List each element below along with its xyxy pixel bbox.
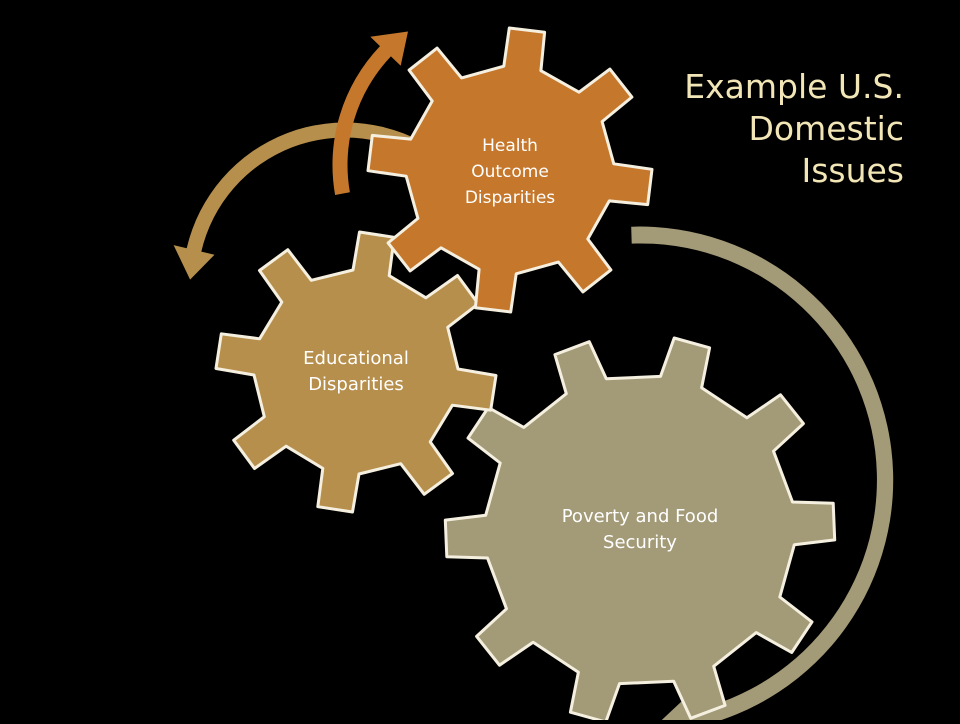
title-line-3: Issues (801, 151, 904, 190)
arrows-layer (173, 31, 894, 724)
arrow-education-to-health (173, 122, 439, 280)
gear-label-education-line-2: Disparities (308, 374, 404, 395)
gear-label-health-line-2: Outcome (471, 162, 549, 182)
gear-label-education-line-1: Educational (303, 348, 409, 369)
gear-label-poverty-line-1: Poverty and Food (562, 506, 719, 527)
gear-label-health-line-3: Disparities (465, 188, 555, 208)
gear-shape-health (366, 26, 654, 314)
title-line-2: Domestic (748, 109, 905, 148)
title-line-1: Example U.S. (684, 67, 904, 106)
gear-label-health-line-1: Health (482, 136, 538, 156)
gear-shape-poverty (443, 336, 837, 724)
arrow-health-loop (332, 31, 408, 195)
slide-title: Example U.S. Domestic Issues (640, 66, 904, 192)
gears-layer: Poverty and FoodSecurityEducationalDispa… (214, 26, 837, 724)
gear-label-poverty-line-2: Security (603, 532, 677, 553)
gear-shape-education (214, 230, 498, 514)
